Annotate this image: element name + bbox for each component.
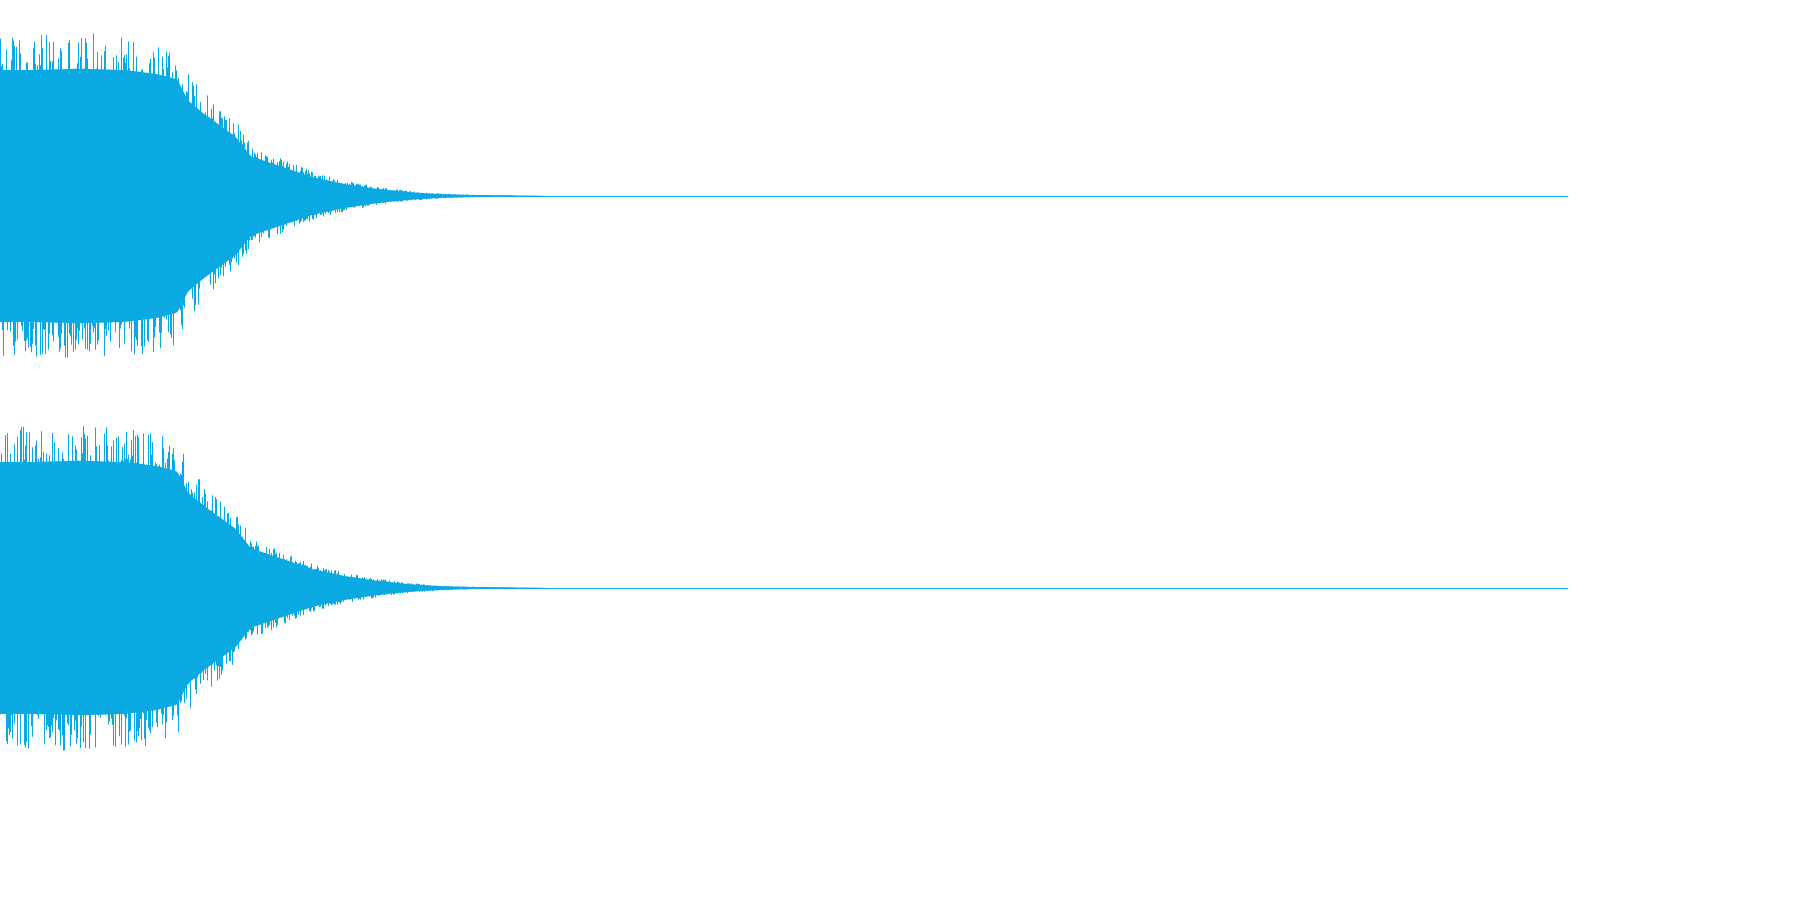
waveform-view [0, 33, 1568, 751]
waveform-peaks-channel-1 [0, 33, 545, 358]
waveform-svg [0, 33, 1568, 751]
waveform-channel-1 [0, 33, 1568, 358]
waveform-channel-2 [0, 425, 1568, 751]
waveform-peaks-channel-2 [0, 425, 545, 751]
channel-layer [0, 33, 1568, 751]
